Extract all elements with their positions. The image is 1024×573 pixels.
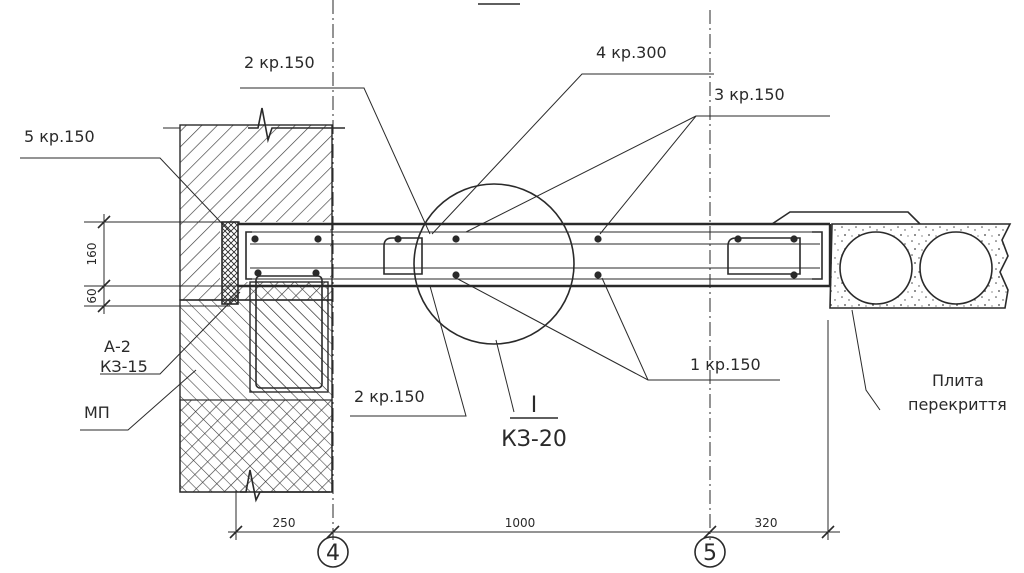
label-plita-line2: перекриття: [908, 395, 1007, 414]
clamp-left: [383, 237, 423, 275]
detail-sheet: КЗ-20: [501, 427, 567, 452]
dim-320: 320: [755, 516, 778, 530]
detail-circle: [413, 183, 575, 345]
clamp-right: [727, 237, 801, 275]
label-bar3: 3 кр.150: [714, 85, 785, 104]
label-kz15: КЗ-15: [100, 357, 148, 376]
slab-top-cap: [771, 211, 921, 225]
leader-lines: [20, 73, 881, 431]
label-mp: МП: [84, 403, 110, 422]
dim-160: 160: [85, 243, 99, 266]
axis-label-4: 4: [326, 541, 340, 566]
label-bar2-top: 2 кр.150: [244, 53, 315, 72]
dim-250: 250: [273, 516, 296, 530]
label-bar2-bottom: 2 кр.150: [354, 387, 425, 406]
dim-60: 60: [85, 288, 99, 303]
label-bar5: 5 кр.150: [24, 127, 95, 146]
hollow-core-slab: [829, 223, 1012, 309]
label-plita-line1: Плита: [932, 371, 984, 390]
vertical-dimensions: [84, 214, 240, 314]
support-pad: [249, 281, 329, 393]
insulation-strip: [221, 221, 239, 305]
label-a2: А-2: [104, 337, 131, 356]
label-bar4: 4 кр.300: [596, 43, 667, 62]
horizontal-dimensions: [228, 320, 840, 540]
monolithic-slab: [238, 222, 832, 288]
dim-1000: 1000: [505, 516, 536, 530]
axis-label-5: 5: [703, 541, 717, 566]
axis-bubble-5: [694, 536, 726, 568]
axis-bubble-4: [317, 536, 349, 568]
label-bar1: 1 кр.150: [690, 355, 761, 374]
detail-mark: I: [531, 393, 538, 418]
rebar-points: [251, 235, 798, 279]
